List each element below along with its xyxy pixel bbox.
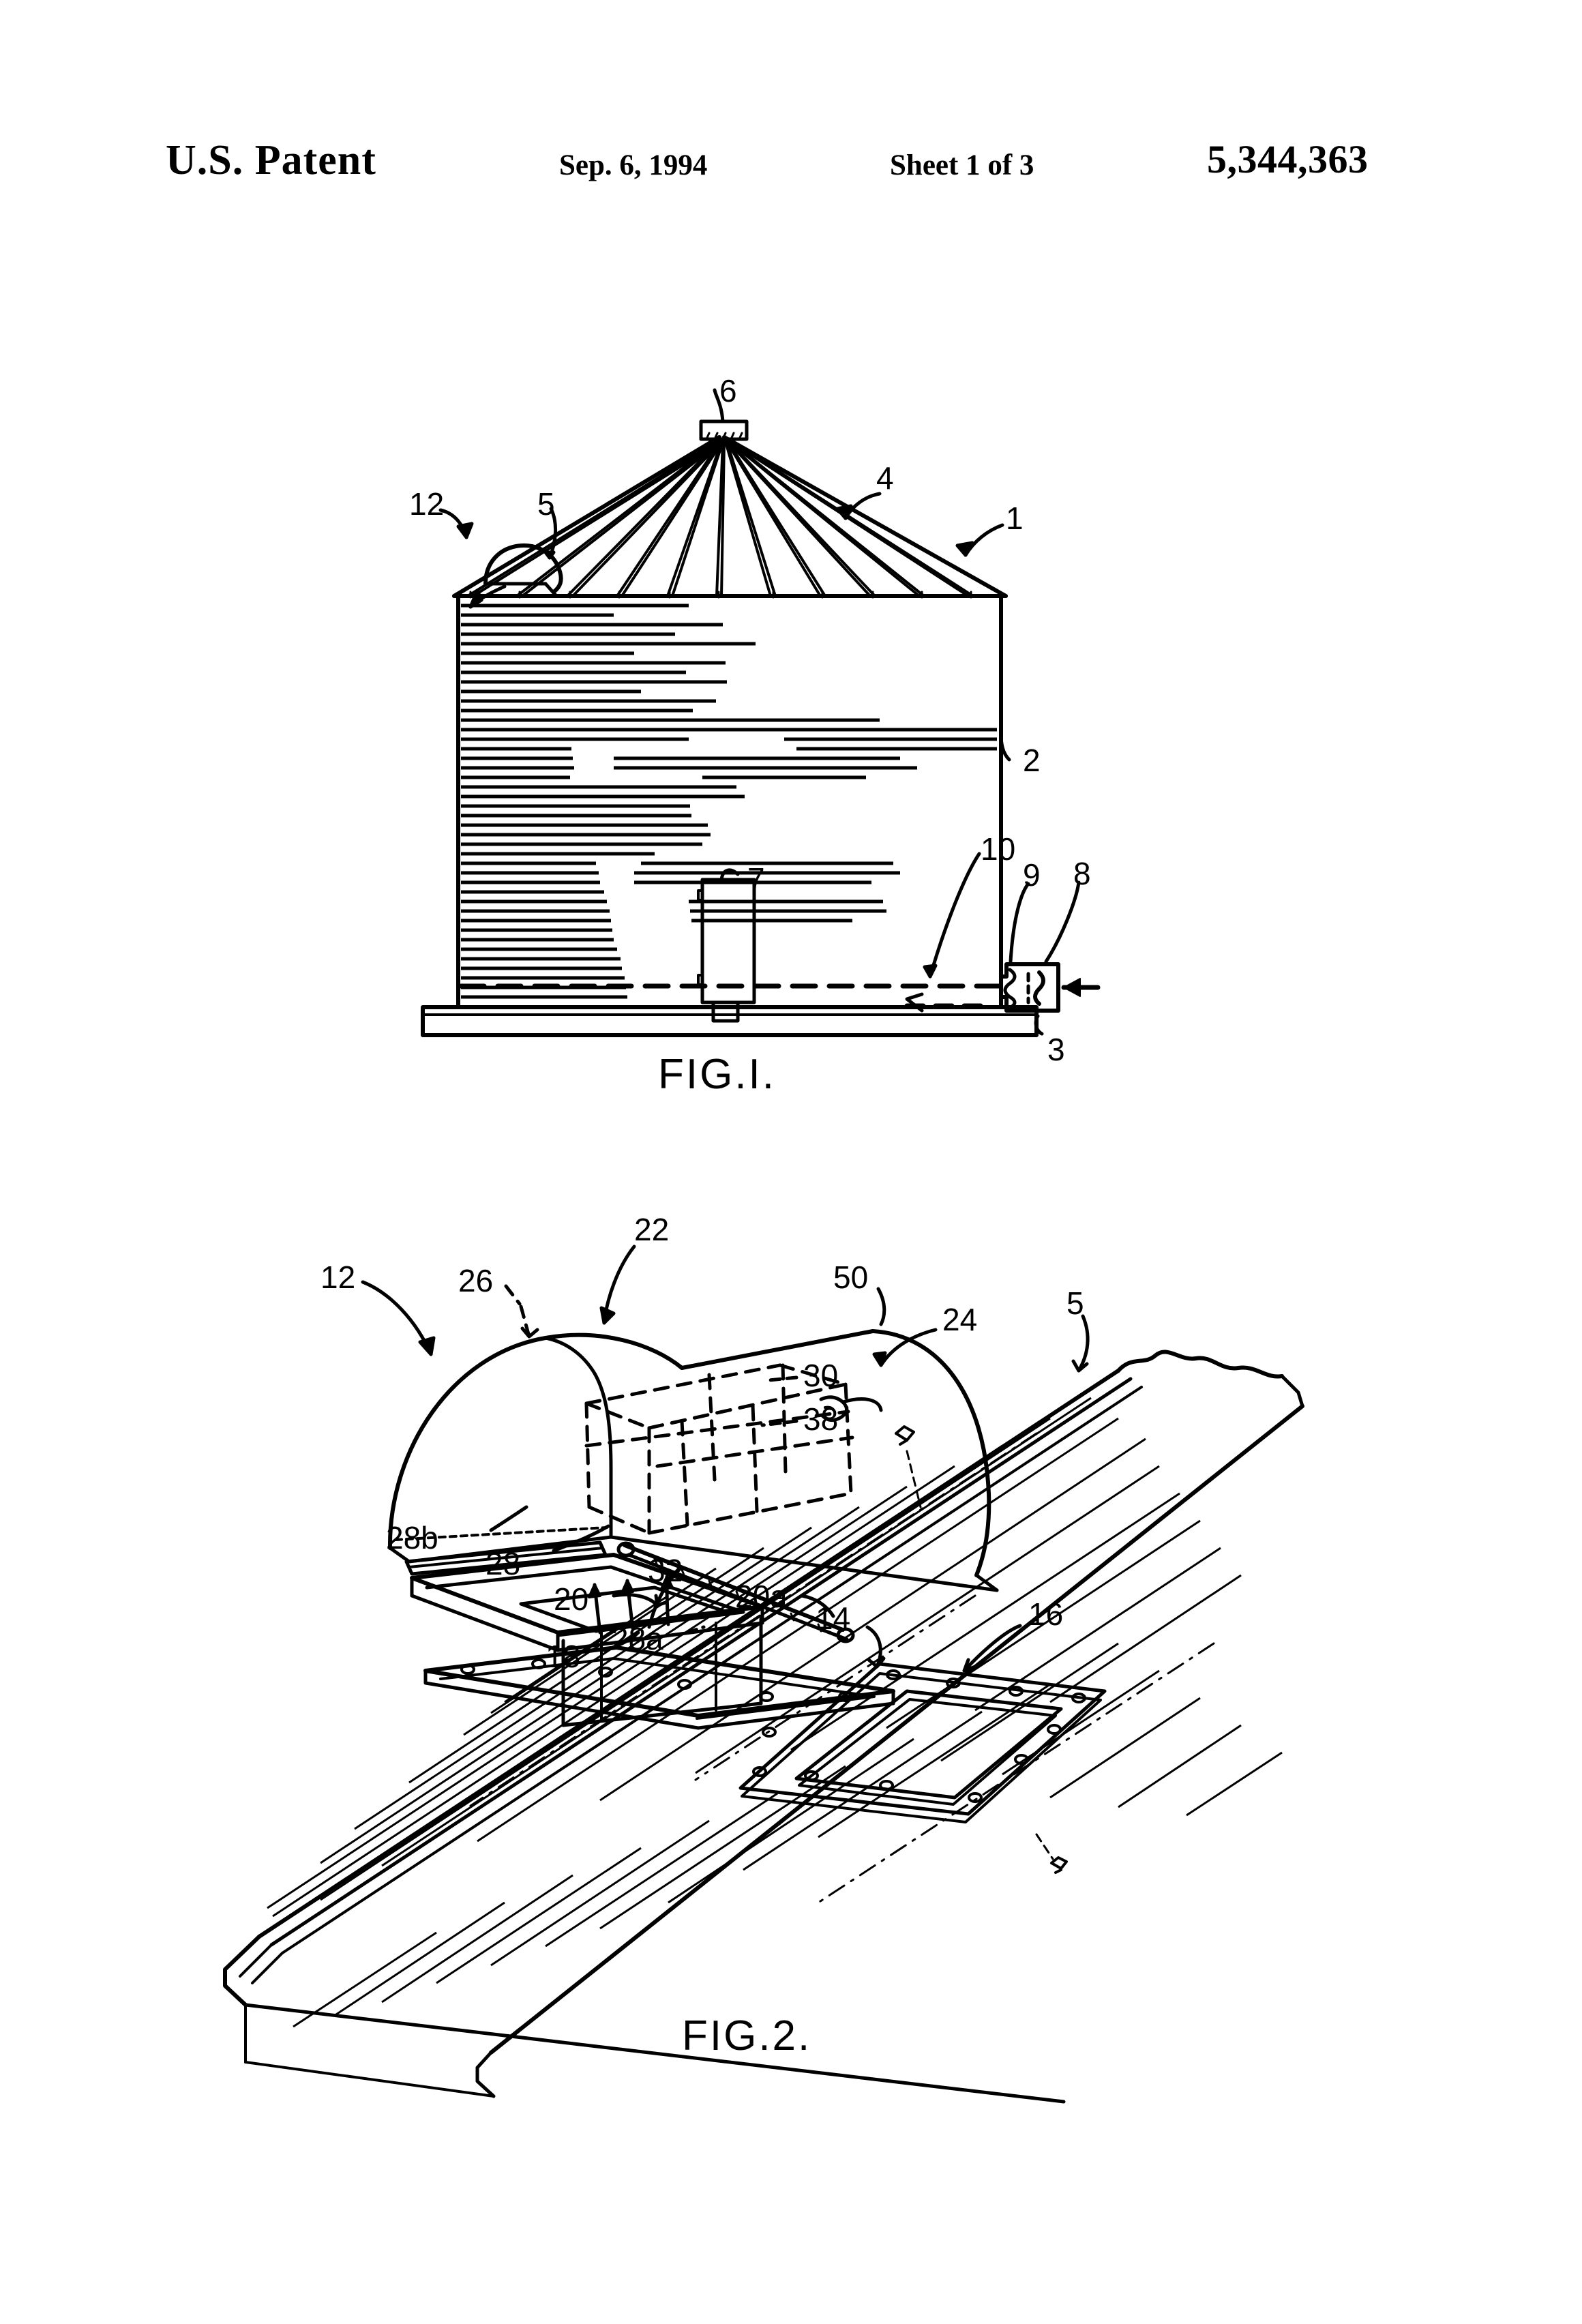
ref-numeral: 20a — [735, 1579, 788, 1614]
patent-office-title: U.S. Patent — [166, 137, 376, 183]
ref-numeral: 10 — [981, 831, 1016, 867]
figure-1-caption: FIG.I. — [658, 1051, 776, 1098]
ref-numeral: 1 — [1006, 501, 1024, 536]
ref-numeral: 50 — [833, 1260, 869, 1295]
ref-numeral: 5 — [1066, 1285, 1084, 1321]
aeration-fan — [999, 962, 1101, 1013]
ref-numeral: 28b — [386, 1520, 438, 1555]
ref-numeral: 28a — [611, 1621, 663, 1656]
sidewall-corrugations — [461, 604, 997, 999]
vent-collar — [519, 1575, 763, 1727]
sheet-number: Sheet 1 of 3 — [890, 149, 1034, 181]
vent-base-frame — [410, 1553, 895, 1730]
ref-numeral: 24 — [942, 1302, 978, 1337]
vent-hood — [387, 1329, 999, 1592]
ref-numeral: 32 — [648, 1553, 683, 1588]
ref-numeral: 30 — [803, 1358, 839, 1393]
patent-date: Sep. 6, 1994 — [559, 149, 708, 181]
ref-numeral: 9 — [1023, 857, 1041, 893]
patent-number: 5,344,363 — [1207, 137, 1369, 181]
ref-numeral: 2 — [1023, 743, 1041, 778]
ref-numeral: 16 — [1028, 1596, 1064, 1632]
ref-numeral: 4 — [876, 460, 894, 496]
ref-numeral: 12 — [409, 486, 445, 522]
roof-opening-gasket — [738, 1662, 1107, 1874]
figure-2-caption: FIG.2. — [682, 2012, 812, 2059]
ref-numeral: 5 — [537, 486, 555, 522]
ref-numeral: 14 — [816, 1600, 851, 1636]
leader-lines-fig2 — [361, 1245, 1090, 1673]
figure-2: 22 12 26 50 24 5 30 38 28b 28 20 32 20a … — [0, 1125, 1582, 2148]
ref-numeral: 20 — [554, 1581, 589, 1617]
ref-numeral: 22 — [634, 1212, 670, 1247]
patent-header: U.S. Patent Sep. 6, 1994 Sheet 1 of 3 5,… — [0, 136, 1582, 211]
ref-numeral: 6 — [719, 373, 737, 408]
roof-panel-sheet — [223, 1350, 1304, 2104]
foundation-slab — [421, 1005, 1039, 1037]
ref-numeral: 7 — [747, 861, 765, 897]
hood-hinge-and-support — [404, 1540, 855, 1643]
ref-numeral: 26 — [458, 1263, 494, 1298]
ref-numeral: 18 — [546, 1639, 581, 1674]
bin-sidewall-outline — [456, 594, 1003, 1009]
ref-numeral: 8 — [1073, 856, 1091, 891]
ref-numeral: 12 — [320, 1260, 356, 1295]
leader-lines — [438, 388, 1081, 1036]
figure-2-drawing — [223, 1245, 1304, 2104]
ref-numeral: 28 — [486, 1546, 521, 1581]
figure-1: 6 4 1 12 5 2 10 9 8 7 3 FIG.I. — [0, 321, 1582, 1173]
conical-roof — [452, 419, 1008, 599]
ref-numeral: 3 — [1047, 1032, 1065, 1067]
figure-1-drawing — [421, 388, 1101, 1037]
ref-numeral: 38 — [803, 1401, 839, 1437]
